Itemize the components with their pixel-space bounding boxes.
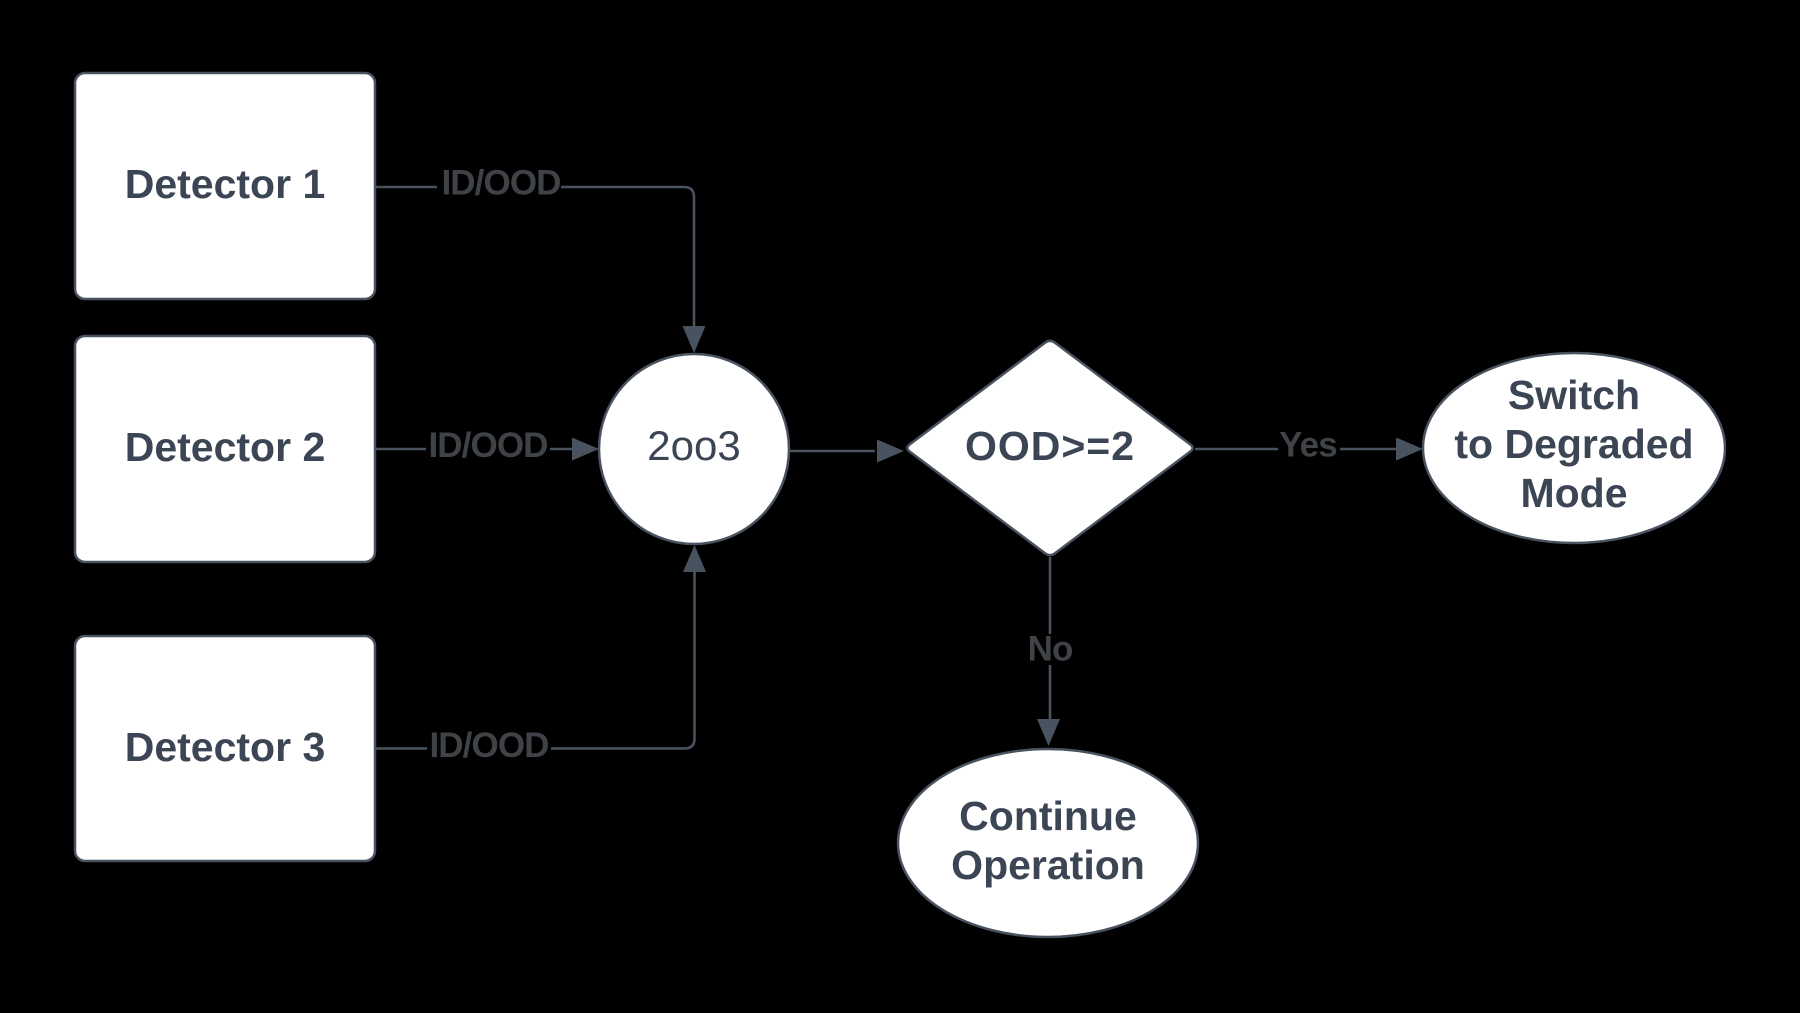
svg-text:No: No (1028, 630, 1073, 669)
svg-text:ID/OOD: ID/OOD (441, 164, 560, 203)
svg-text:Detector 1: Detector 1 (125, 161, 326, 207)
svg-text:Detector 3: Detector 3 (125, 724, 326, 770)
svg-text:Continue: Continue (959, 793, 1137, 839)
svg-text:2oo3: 2oo3 (647, 422, 740, 469)
svg-text:Operation: Operation (951, 842, 1145, 888)
svg-text:ID/OOD: ID/OOD (428, 426, 547, 465)
svg-text:Switch: Switch (1508, 372, 1640, 418)
svg-text:OOD>=2: OOD>=2 (965, 423, 1135, 469)
svg-text:ID/OOD: ID/OOD (429, 726, 548, 765)
svg-text:Mode: Mode (1520, 470, 1627, 516)
svg-text:Detector 2: Detector 2 (125, 424, 326, 470)
svg-text:Yes: Yes (1279, 426, 1337, 465)
svg-text:to Degraded: to Degraded (1454, 421, 1693, 467)
